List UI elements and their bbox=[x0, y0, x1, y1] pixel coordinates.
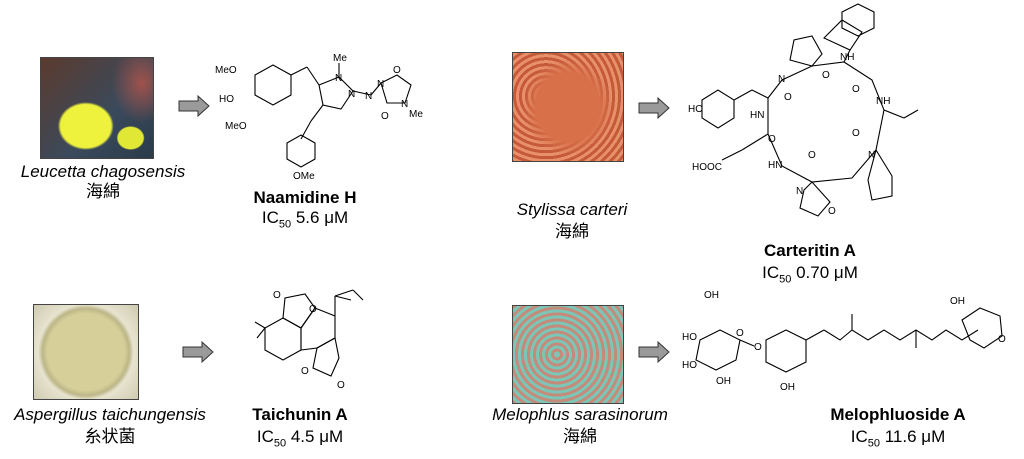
organism-name: Aspergillus taichungensis bbox=[14, 405, 206, 424]
atom-label: HO bbox=[682, 332, 697, 343]
organism-name: Leucetta chagosensis bbox=[20, 162, 186, 181]
atom-label: O bbox=[736, 328, 744, 339]
atom-label: MeO bbox=[225, 121, 247, 132]
atom-label: NH bbox=[876, 96, 890, 107]
arrow-right-icon bbox=[178, 95, 210, 117]
arrow-right-icon bbox=[638, 341, 670, 363]
atom-label: HO bbox=[219, 94, 234, 105]
atom-label: N bbox=[796, 186, 803, 197]
taichunin-a-structure: O O O O bbox=[254, 289, 364, 391]
atom-label: N bbox=[401, 99, 408, 110]
atom-label: N bbox=[348, 89, 355, 100]
compound-name: Melophluoside A bbox=[830, 405, 966, 424]
atom-label: OH bbox=[704, 290, 719, 301]
atom-label: NH bbox=[840, 52, 854, 63]
atom-label: HOOC bbox=[692, 162, 722, 173]
atom-label: OH bbox=[716, 376, 731, 387]
naamidine-h-structure: MeO HO MeO OMe N N Me N N N O O Me bbox=[215, 53, 423, 182]
carteritin-a-structure: HO N O HN O NH O O NH O HOOC HN O N O N bbox=[688, 3, 919, 217]
ic50-value: IC50 0.70 μM bbox=[762, 263, 858, 286]
aspergillus-culture-photo bbox=[33, 304, 139, 400]
atom-label: O bbox=[273, 290, 281, 301]
atom-label: O bbox=[822, 70, 830, 81]
organism-type: 糸状菌 bbox=[84, 427, 136, 446]
atom-label: Me bbox=[409, 109, 423, 120]
arrow-right-icon bbox=[182, 341, 214, 363]
atom-label: O bbox=[852, 84, 860, 95]
ic50-value: IC50 5.6 μM bbox=[261, 208, 349, 231]
atom-label: OH bbox=[950, 296, 965, 307]
atom-label: O bbox=[337, 380, 345, 391]
atom-label: O bbox=[768, 134, 776, 145]
atom-label: O bbox=[309, 304, 317, 315]
atom-label: O bbox=[998, 334, 1006, 345]
atom-label: N bbox=[335, 73, 342, 84]
melophluoside-a-structure: OH HO HO O O OH OH OH O bbox=[682, 290, 1006, 393]
atom-label: HO bbox=[682, 360, 697, 371]
atom-label: N bbox=[778, 74, 785, 85]
atom-label: N bbox=[377, 79, 384, 90]
organism-type: 海綿 bbox=[555, 222, 589, 241]
atom-label: O bbox=[852, 128, 860, 139]
atom-label: N bbox=[868, 150, 875, 161]
atom-label: OH bbox=[780, 382, 795, 393]
atom-label: OMe bbox=[293, 171, 315, 182]
organism-name: Melophlus sarasinorum bbox=[492, 405, 668, 424]
stylissa-sponge-photo bbox=[512, 52, 624, 162]
compound-name: Taichunin A bbox=[252, 405, 348, 424]
atom-label: O bbox=[754, 342, 762, 353]
organism-type: 海綿 bbox=[563, 427, 597, 446]
melophlus-sponge-photo bbox=[512, 305, 624, 404]
atom-label: O bbox=[784, 92, 792, 103]
atom-label: N bbox=[365, 91, 372, 102]
atom-label: HO bbox=[688, 104, 703, 115]
atom-label: MeO bbox=[215, 65, 237, 76]
organism-type: 海綿 bbox=[86, 182, 120, 201]
atom-label: Me bbox=[333, 53, 347, 64]
compound-name: Naamidine H bbox=[253, 188, 357, 207]
ic50-value: IC50 11.6 μM bbox=[850, 427, 946, 450]
compound-name: Carteritin A bbox=[764, 241, 856, 260]
organism-name: Stylissa carteri bbox=[516, 200, 628, 219]
atom-label: O bbox=[381, 111, 389, 122]
atom-label: O bbox=[808, 150, 816, 161]
leucetta-sponge-photo bbox=[40, 57, 154, 159]
atom-label: O bbox=[828, 206, 836, 217]
atom-label: O bbox=[301, 366, 309, 377]
atom-label: HN bbox=[750, 110, 764, 121]
arrow-right-icon bbox=[638, 97, 670, 119]
atom-label: O bbox=[393, 65, 401, 76]
atom-label: HN bbox=[768, 160, 782, 171]
ic50-value: IC50 4.5 μM bbox=[256, 427, 344, 450]
